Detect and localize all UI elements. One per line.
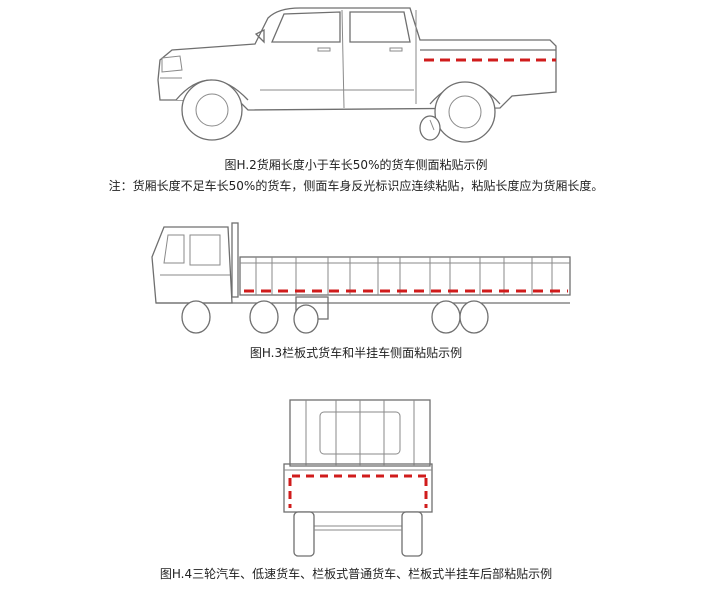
flatbed-side-posts — [255, 257, 553, 295]
flatbed-wheel-front — [181, 300, 211, 334]
flatbed-cab-window-side — [189, 234, 221, 266]
pickup-side-mirror — [254, 28, 265, 44]
rear-cab-frame-bars — [305, 400, 415, 466]
pickup-rear-wheel-hub — [448, 95, 482, 129]
flatbed-truck-drawing — [151, 222, 571, 334]
flatbed-cab-outline — [151, 226, 233, 304]
figure-h4-rear-view — [0, 390, 712, 560]
rear-tailgate — [283, 463, 433, 513]
rear-bumper — [299, 511, 417, 527]
flatbed-wheel-4 — [431, 300, 461, 334]
pickup-marker-line — [429, 119, 435, 131]
figure-h4-caption: 图H.4三轮汽车、低速货车、栏板式普通货车、栏板式半挂车后部粘贴示例 — [159, 567, 553, 581]
figure-h2-note: 注：货厢长度不足车长50%的货车，侧面车身反光标识应连续粘贴，粘贴长度应为货厢长… — [108, 179, 604, 193]
pickup-rear-wheel — [434, 81, 496, 143]
flatbed-wheel-3 — [293, 304, 319, 334]
pickup-front-wheel-hub — [195, 93, 229, 127]
pickup-marker-circle — [419, 115, 441, 141]
flatbed-wheels — [181, 300, 489, 334]
rear-wheel-right — [401, 511, 423, 557]
flatbed-cab-window-front — [163, 234, 185, 264]
figure-h2-caption: 图H.2货厢长度小于车长50%的货车侧面粘贴示例 — [224, 158, 488, 172]
pickup-door-handle-rear — [389, 47, 403, 52]
pickup-truck-drawing — [157, 7, 557, 143]
pickup-door-handle-front — [317, 47, 331, 52]
flatbed-wheel-2 — [249, 300, 279, 334]
pickup-rear-window — [349, 11, 411, 43]
pickup-door-seam — [341, 9, 345, 109]
pickup-body-outline — [157, 7, 557, 111]
flatbed-exhaust-stack — [231, 222, 239, 298]
figure-h3-flatbed-side-view — [0, 205, 712, 340]
flatbed-wheel-rear — [459, 300, 489, 334]
rear-view-drawing — [283, 399, 433, 557]
figure-h3-caption: 图H.3栏板式货车和半挂车侧面粘贴示例 — [249, 346, 463, 360]
figure-h2-pickup-side-view — [0, 0, 712, 150]
pickup-headlight — [161, 55, 183, 73]
pickup-front-wheel — [181, 79, 243, 141]
flatbed-cargo-box — [239, 256, 571, 296]
rear-wheel-left — [293, 511, 315, 557]
pickup-front-window — [271, 11, 341, 43]
